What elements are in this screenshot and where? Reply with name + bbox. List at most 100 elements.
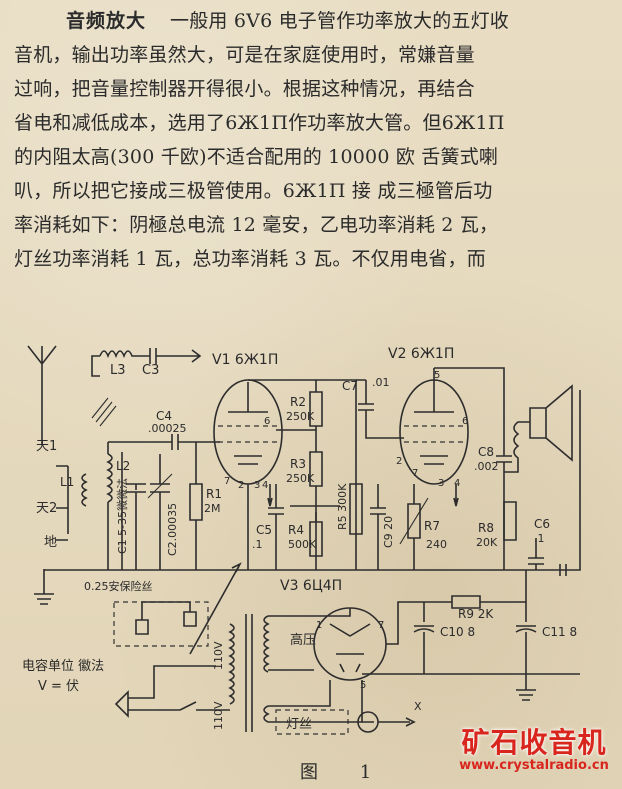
cap-c4-label: C4 <box>156 409 172 423</box>
pin-v1-4: 4 <box>262 480 268 491</box>
tube-v1-label: V1 6Ж1П <box>212 352 278 368</box>
res-r8-icon <box>503 501 517 541</box>
pin-v3-1: 1 <box>316 620 322 631</box>
coil-l1-icon <box>81 473 88 507</box>
tube-v1-icon <box>213 379 283 485</box>
res-r5-icon <box>349 483 363 535</box>
tube-v2-label: V2 6Ж1П <box>388 346 454 362</box>
res-r3-value: 250K <box>286 472 315 485</box>
pin-v2-2: 2 <box>396 456 402 467</box>
antenna-2-label: 天2 <box>36 501 57 516</box>
high-voltage-label: 高压 <box>290 632 316 648</box>
mains-plug-icon <box>114 665 230 718</box>
ground-icon <box>34 569 54 605</box>
cap-c1-icon <box>121 452 146 570</box>
article-line-3: 过响，把音量控制器开得很小。根据这种情况，再结合 <box>14 78 475 100</box>
res-r4-icon <box>290 505 340 557</box>
cap-c6-value: .1 <box>534 532 545 545</box>
res-r7-value: 240 <box>426 538 447 551</box>
power-transformer-icon <box>228 614 270 732</box>
res-r1-icon <box>189 442 203 570</box>
pin-v2-5: 5 <box>434 370 440 381</box>
filament-label: 灯丝 <box>286 717 312 732</box>
article-line-6: 叭，所以把它接成三极管使用。6Ж1П 接 成三極管后功 <box>14 180 493 202</box>
pin-v3-7: 7 <box>378 620 384 631</box>
cap-c3-label: C3 <box>142 363 159 378</box>
unit-note-line-1: 电容单位 徽法 <box>22 658 104 674</box>
res-r7-icon <box>407 484 421 570</box>
pin-v2-6: 6 <box>462 416 468 427</box>
res-r7-label: R7 <box>424 519 440 533</box>
cap-c8-value: .002 <box>474 460 499 473</box>
coil-l1-label: L1 <box>60 475 74 489</box>
article-line-1: 音频放大一般用 6V6 电子管作功率放大的五灯收 <box>14 4 614 38</box>
res-r9-icon <box>451 570 527 609</box>
pin-v1-3: 3 <box>254 480 260 491</box>
cap-c4-icon <box>108 434 212 450</box>
figure-caption: 图 1 <box>300 762 390 783</box>
cap-c9-label: C9 20 <box>382 516 395 548</box>
speaker-icon <box>504 384 573 473</box>
coil-l3-icon <box>99 348 186 364</box>
pin-v1-2: 2 <box>238 480 244 491</box>
cap-c2-icon <box>150 454 170 570</box>
res-r2-value: 250K <box>286 410 315 423</box>
cap-c6-label: C6 <box>534 517 550 531</box>
watermark-brand: 矿石收音机 <box>461 726 607 759</box>
res-r5-label: R5 300K <box>336 483 349 530</box>
cap-c1-label: C1 5-35微微法 <box>115 478 129 554</box>
cap-c7-icon <box>356 379 398 439</box>
pin-v2-3: 3 <box>438 478 444 489</box>
antenna-icon <box>27 345 57 444</box>
res-r2-label: R2 <box>290 395 306 409</box>
tube-v2-icon <box>399 368 469 485</box>
voltage-110-label: 110V <box>212 641 225 670</box>
res-r8-value: 20K <box>476 536 498 549</box>
pin-v2-4: 4 <box>454 478 460 489</box>
pin-x-label: X <box>414 700 422 713</box>
article-line-8: 灯丝功率消耗 1 瓦，总功率消耗 3 瓦。不仅用电省，而 <box>14 248 486 270</box>
tube-v3-label: V3 6Ц4П <box>280 578 342 594</box>
res-r8-label: R8 <box>478 521 494 535</box>
cap-c8-icon <box>496 444 512 570</box>
res-r1-value: 2M <box>204 502 221 515</box>
watermark: 矿石收音机 www.crystalradio.cn <box>454 726 614 773</box>
cap-c7-value: .01 <box>372 376 390 389</box>
coil-l3-label: L3 <box>110 363 126 378</box>
pin-v3-5: 5 <box>360 680 366 691</box>
res-r4-label: R4 <box>288 523 304 537</box>
cap-c4-value: .00025 <box>148 422 187 435</box>
res-r1-label: R1 <box>206 487 222 501</box>
ground-label: 地 <box>44 535 57 550</box>
pin-v2-7: 7 <box>412 468 418 479</box>
antenna-1-label: 天1 <box>36 439 57 454</box>
filament-lamp-icon <box>275 709 416 735</box>
cap-c2-label: C2.00035 <box>166 503 179 556</box>
tube-v3-icon <box>313 607 387 681</box>
watermark-url: www.crystalradio.cn <box>459 758 609 773</box>
fuse-box <box>113 601 209 647</box>
pin-v1-6: 6 <box>264 416 270 427</box>
res-r4-value: 500K <box>288 538 317 551</box>
article-line-7: 率消耗如下：阴極总电流 12 毫安，乙电功率消耗 2 瓦， <box>14 214 499 236</box>
res-r9-label: R9 2K <box>458 607 494 621</box>
circuit-schematic: 天1 天2 地 L3 C3 L1 L2 C1 5-35微微法 C2.00035 … <box>22 345 581 735</box>
coil-l2-label: L2 <box>116 459 130 473</box>
cap-c10-label: C10 8 <box>440 625 475 639</box>
cap-c7-label: C7 <box>342 379 358 393</box>
res-r3-label: R3 <box>290 457 306 471</box>
cap-c5-value: .1 <box>252 538 263 551</box>
cap-c11-label: C11 8 <box>542 625 577 639</box>
cap-c9-icon <box>370 484 386 570</box>
article-text: 音频放大一般用 6V6 电子管作功率放大的五灯收 音机，输出功率虽然大，可是在家… <box>14 4 614 276</box>
cap-c5-label: C5 <box>256 523 272 537</box>
coil-l2-icon <box>106 453 113 503</box>
cap-c6-icon <box>528 538 544 570</box>
filter-caps-icon <box>413 602 537 654</box>
article-line-4: 省电和减低成本，选用了6Ж1П作功率放大管。但6Ж1П <box>14 112 505 134</box>
section-heading: 音频放大 <box>66 10 147 32</box>
unit-note-line-2: V = 伏 <box>38 679 79 694</box>
cap-c5-icon <box>268 484 284 570</box>
voltage-220-label: 110V <box>212 701 225 730</box>
